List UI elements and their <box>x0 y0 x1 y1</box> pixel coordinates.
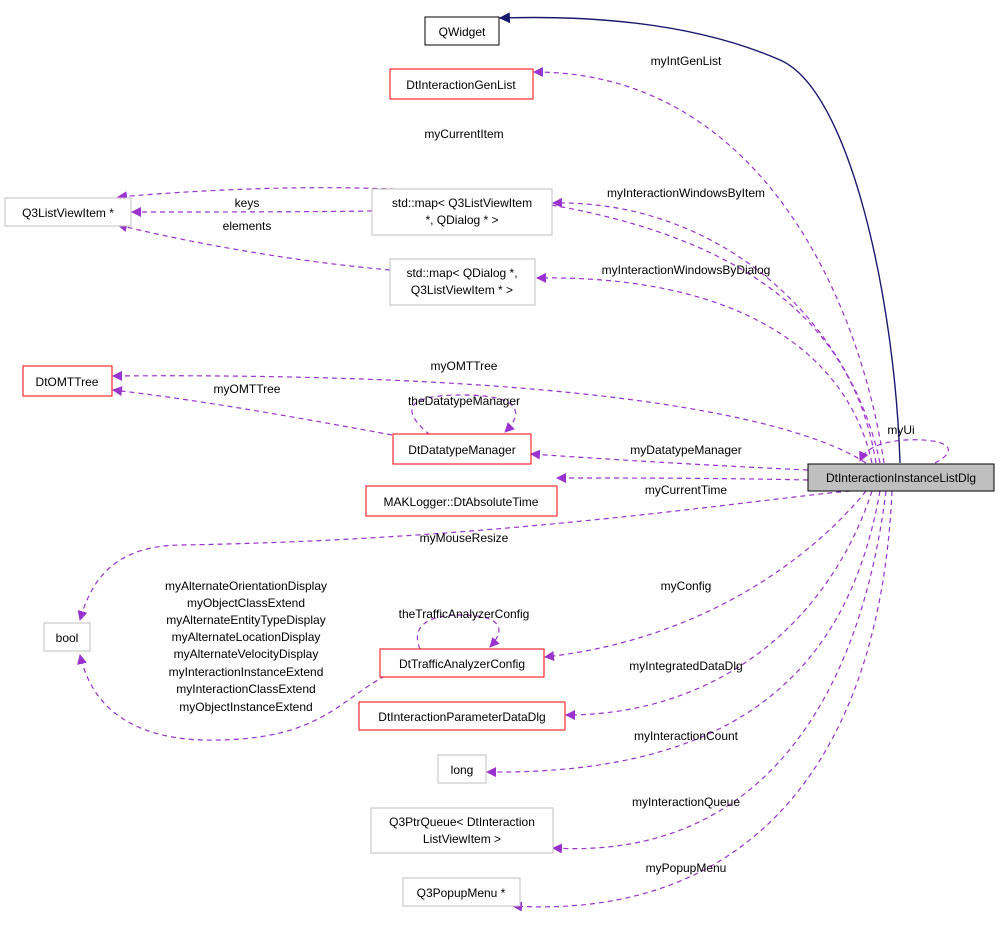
label-bool-member: myAlternateOrientationDisplay <box>165 579 327 593</box>
node-dt-interaction-parameter-data-dlg[interactable]: DtInteractionParameterDataDlg <box>358 701 566 731</box>
edge-my-current-time <box>556 473 809 484</box>
label-my-config: myConfig <box>661 579 712 593</box>
node-maklogger-dt-absolute-time[interactable]: MAKLogger::DtAbsoluteTime <box>365 485 558 517</box>
node-focus-dt-interaction-instance-list-dlg[interactable]: DtInteractionInstanceListDlg <box>807 463 995 492</box>
label-my-omt-tree-focus: myOMTTree <box>431 359 498 373</box>
edge-the-traffic-config <box>416 614 500 650</box>
bool-member-labels: myAlternateOrientationDisplay myObjectCl… <box>165 579 327 714</box>
node-label: DtTrafficAnalyzerConfig <box>399 657 525 671</box>
node-q3ptrqueue[interactable]: Q3PtrQueue< DtInteraction ListViewItem > <box>370 807 554 854</box>
label-my-iwin-by-item: myInteractionWindowsByItem <box>607 186 765 200</box>
node-label: DtInteractionParameterDataDlg <box>378 710 545 724</box>
edge-my-popup-menu <box>512 490 893 912</box>
node-map-item-dialog[interactable]: std::map< Q3ListViewItem *, QDialog * > <box>371 188 553 236</box>
label-bool-member: myInteractionClassExtend <box>176 682 315 696</box>
label-bool-member: myAlternateVelocityDisplay <box>174 647 319 661</box>
node-qwidget[interactable]: QWidget <box>424 16 500 46</box>
node-map-dialog-item[interactable]: std::map< QDialog *, Q3ListViewItem * > <box>389 258 536 306</box>
edge-bool-members <box>77 654 386 741</box>
label-bool-member: myAlternateEntityTypeDisplay <box>166 613 325 627</box>
label-my-mouse-resize: myMouseResize <box>420 531 509 545</box>
node-label: DtInteractionGenList <box>406 78 516 92</box>
edge-my-datatype-manager <box>530 449 809 471</box>
edge-my-omt-tree-focus <box>112 370 867 464</box>
label-my-current-item: myCurrentItem <box>424 127 503 141</box>
label-my-omt-tree-dm: myOMTTree <box>214 382 281 396</box>
node-label: long <box>451 763 474 777</box>
node-label: QWidget <box>439 25 486 39</box>
edge-my-ui <box>859 439 949 464</box>
edge-labels: myIntGenList myCurrentItem keys elements… <box>165 54 915 875</box>
node-label: Q3PopupMenu * <box>417 886 506 900</box>
node-label: DtDatatypeManager <box>408 443 515 457</box>
node-label-line-2: Q3ListViewItem * > <box>411 283 513 297</box>
node-dt-traffic-analyzer-config[interactable]: DtTrafficAnalyzerConfig <box>379 648 545 678</box>
label-bool-member: myObjectClassExtend <box>187 596 305 610</box>
node-q3listviewitem[interactable]: Q3ListViewItem * <box>4 197 132 227</box>
label-keys: keys <box>235 196 260 210</box>
node-dt-datatype-manager[interactable]: DtDatatypeManager <box>392 433 532 465</box>
edge-my-config <box>544 490 867 661</box>
node-label: Q3ListViewItem * <box>22 206 114 220</box>
label-bool-member: myInteractionInstanceExtend <box>169 665 324 679</box>
label-bool-member: myAlternateLocationDisplay <box>172 630 321 644</box>
node-long[interactable]: long <box>437 754 487 784</box>
label-my-datatype-manager: myDatatypeManager <box>630 443 741 457</box>
label-the-traffic-config: theTrafficAnalyzerConfig <box>399 607 530 621</box>
label-bool-member: myObjectInstanceExtend <box>179 700 312 714</box>
node-label: DtOMTTree <box>36 375 99 389</box>
label-my-current-time: myCurrentTime <box>645 483 728 497</box>
edge-my-iwin-by-dialog <box>536 272 873 464</box>
label-my-popup-menu: myPopupMenu <box>646 861 727 875</box>
node-label: MAKLogger::DtAbsoluteTime <box>384 495 539 509</box>
label-my-iwin-by-dialog: myInteractionWindowsByDialog <box>602 263 771 277</box>
edge-my-interaction-count <box>486 490 881 778</box>
edge-keys <box>131 206 373 217</box>
label-my-interaction-count: myInteractionCount <box>634 729 739 743</box>
edge-my-omt-tree-dm <box>112 386 393 436</box>
node-label-line-2: ListViewItem > <box>423 832 501 846</box>
label-my-ui: myUi <box>887 423 914 437</box>
edge-inherit-qwidget <box>498 12 901 464</box>
edge-my-current-item <box>117 187 877 464</box>
node-dt-interaction-gen-list[interactable]: DtInteractionGenList <box>389 68 534 100</box>
label-my-int-gen-list: myIntGenList <box>651 54 722 68</box>
edge-my-mouse-resize <box>77 490 851 621</box>
edge-my-integrated-data-dlg <box>565 490 873 720</box>
node-q3popupmenu[interactable]: Q3PopupMenu * <box>402 877 521 907</box>
node-label-line-1: std::map< QDialog *, <box>406 266 517 280</box>
label-my-integrated-data-dlg: myIntegratedDataDlg <box>629 659 742 673</box>
node-label: DtInteractionInstanceListDlg <box>826 471 976 485</box>
edge-my-int-gen-list <box>533 67 885 464</box>
label-the-datatype-manager: theDatatypeManager <box>408 394 520 408</box>
node-label-line-1: Q3PtrQueue< DtInteraction <box>389 815 535 829</box>
node-label-line-2: *, QDialog * > <box>425 213 498 227</box>
node-label: bool <box>56 631 79 645</box>
label-my-interaction-queue: myInteractionQueue <box>632 795 740 809</box>
node-label-line-1: std::map< Q3ListViewItem <box>392 196 532 210</box>
edge-my-iwin-by-item <box>552 197 881 464</box>
edge-my-interaction-queue <box>552 490 887 854</box>
node-dt-omt-tree[interactable]: DtOMTTree <box>22 365 113 397</box>
label-elements: elements <box>223 219 272 233</box>
node-bool[interactable]: bool <box>43 622 91 652</box>
